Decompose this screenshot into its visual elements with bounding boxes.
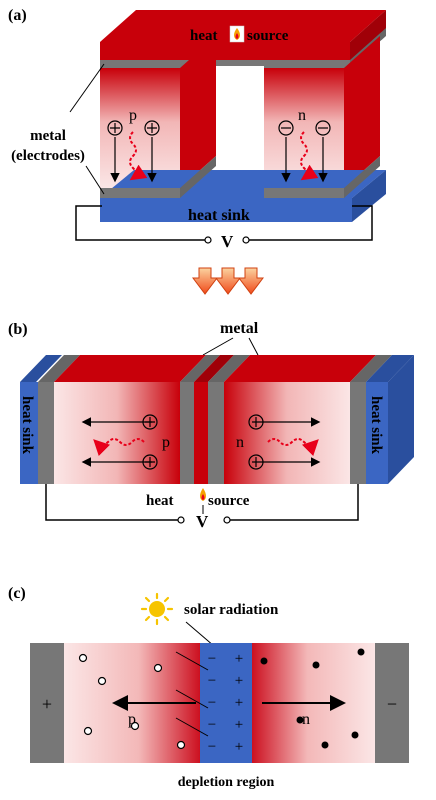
heat-source-label-heat: heat	[190, 28, 218, 44]
n-label-a: n	[298, 107, 306, 124]
right-terminal	[375, 643, 409, 763]
heat-source-label-b-source: source	[208, 493, 250, 509]
p-holes-c	[78, 653, 186, 750]
circuit-wire-right-b	[230, 484, 359, 521]
metal-left-b	[38, 382, 54, 484]
heat-source-label-source: source	[247, 28, 289, 44]
p-label-b: p	[162, 434, 170, 451]
depletion-region-label: depletion region	[178, 775, 275, 790]
svg-text:+: +	[235, 695, 243, 711]
svg-text:−: −	[208, 673, 216, 689]
panel-b-tag: (b)	[8, 321, 28, 338]
voltage-label-a: V	[221, 232, 234, 251]
heat-sink-left-label: heat sink	[19, 396, 35, 455]
svg-text:−: −	[208, 695, 216, 711]
panel-a-tag: (a)	[8, 7, 27, 24]
down-arrow-icon	[192, 267, 218, 295]
p-label-a: p	[129, 107, 137, 124]
panel-c: (c) solar radiation + −	[8, 585, 409, 790]
sun-icon	[140, 592, 174, 626]
metal-label-b: metal	[220, 320, 259, 337]
panel-a: (a) heat source	[8, 7, 386, 251]
metal-label-line1: metal	[30, 128, 66, 144]
left-terminal	[30, 643, 64, 763]
p-leg-b	[54, 382, 180, 484]
svg-text:+: +	[235, 673, 243, 689]
heat-source-label-b-heat: heat	[146, 493, 174, 509]
plus-terminal-label: +	[42, 694, 52, 714]
circuit-wire-left-a	[75, 205, 206, 241]
metal-right-b	[350, 382, 366, 484]
heat-sink-left	[20, 382, 38, 484]
heat-sink-right-label: heat sink	[368, 396, 384, 455]
heat-source-strip-b	[194, 382, 208, 484]
n-electrons	[278, 120, 331, 183]
circuit-wire-right-a	[248, 205, 373, 241]
transition-arrows	[192, 267, 264, 295]
flame-icon	[229, 25, 245, 43]
svg-text:+: +	[235, 651, 243, 667]
n-label-b: n	[236, 434, 244, 451]
solar-radiation-label: solar radiation	[184, 602, 279, 618]
down-arrow-icon	[238, 267, 264, 295]
circuit-wire-left-b	[45, 484, 178, 521]
svg-text:−: −	[208, 739, 216, 755]
depletion-charges: − − − − − + + + + +	[208, 651, 243, 755]
panel-c-tag: (c)	[8, 585, 26, 602]
p-holes-b	[81, 414, 158, 470]
n-electrons-c	[260, 648, 365, 749]
svg-text:−: −	[208, 651, 216, 667]
n-electrons-b	[248, 414, 321, 470]
p-label-c: p	[128, 711, 136, 728]
bottom-metal-n	[264, 188, 344, 198]
metal-label-line2: (electrodes)	[11, 148, 85, 164]
svg-text:+: +	[235, 717, 243, 733]
n-leg-b	[224, 382, 350, 484]
bottom-metal-p	[100, 188, 180, 198]
flame-icon	[200, 488, 206, 501]
p-holes	[107, 120, 160, 183]
heat-sink-right	[366, 382, 388, 484]
n-label-c: n	[302, 711, 310, 728]
svg-text:+: +	[235, 739, 243, 755]
heat-sink-label-a: heat sink	[188, 207, 250, 224]
heat-sink-base	[100, 198, 352, 222]
voltage-label-b: V	[196, 512, 209, 531]
depletion-region	[200, 643, 252, 763]
down-arrow-icon	[215, 267, 241, 295]
top-metal-electrode	[100, 60, 350, 68]
panel-b: (b) metal heat sink heat sink	[8, 320, 414, 531]
minus-terminal-label: −	[387, 694, 397, 714]
svg-text:−: −	[208, 717, 216, 733]
